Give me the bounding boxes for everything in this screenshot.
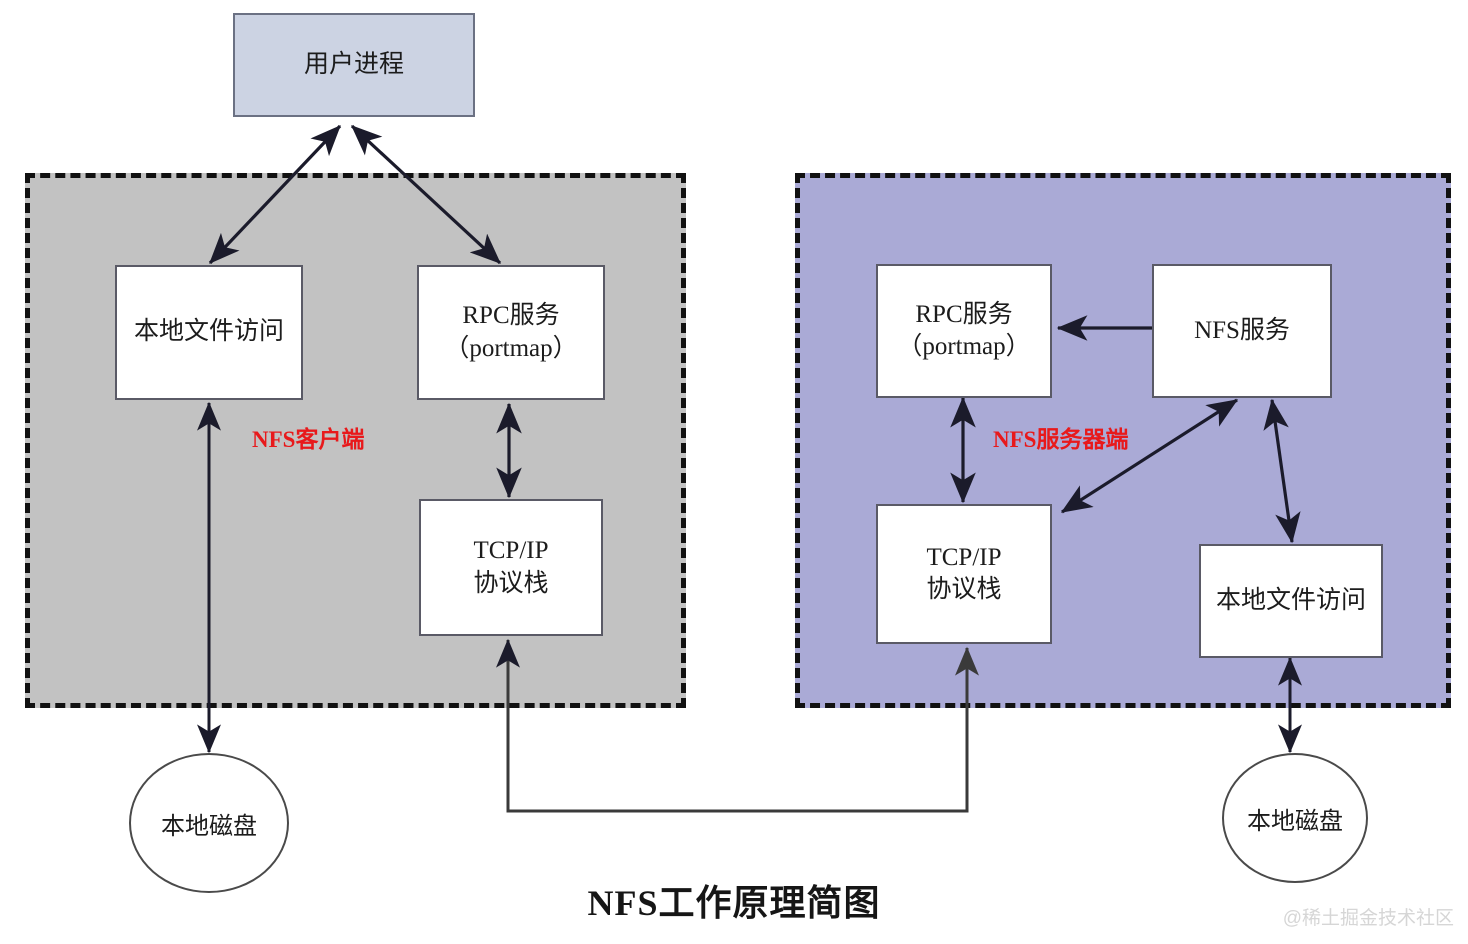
server-zone-label: NFS服务器端 <box>993 427 1129 452</box>
node-user-process[interactable]: 用户进程 <box>233 13 475 117</box>
node-server-local-file-access[interactable]: 本地文件访问 <box>1199 544 1383 658</box>
node-client-local-disk[interactable]: 本地磁盘 <box>129 753 289 893</box>
client-zone-label: NFS客户端 <box>252 427 365 452</box>
node-client-tcpip-stack[interactable]: TCP/IP 协议栈 <box>419 499 603 636</box>
watermark: @稀土掘金技术社区 <box>1282 908 1454 929</box>
node-server-rpc-service[interactable]: RPC服务 （portmap） <box>876 264 1052 398</box>
node-client-local-file-access[interactable]: 本地文件访问 <box>115 265 303 400</box>
node-server-tcpip-stack[interactable]: TCP/IP 协议栈 <box>876 504 1052 644</box>
node-server-local-disk[interactable]: 本地磁盘 <box>1222 753 1368 883</box>
node-client-rpc-service[interactable]: RPC服务 （portmap） <box>417 265 605 400</box>
diagram-title: NFS工作原理简图 <box>587 883 881 923</box>
node-server-nfs-service[interactable]: NFS服务 <box>1152 264 1332 398</box>
